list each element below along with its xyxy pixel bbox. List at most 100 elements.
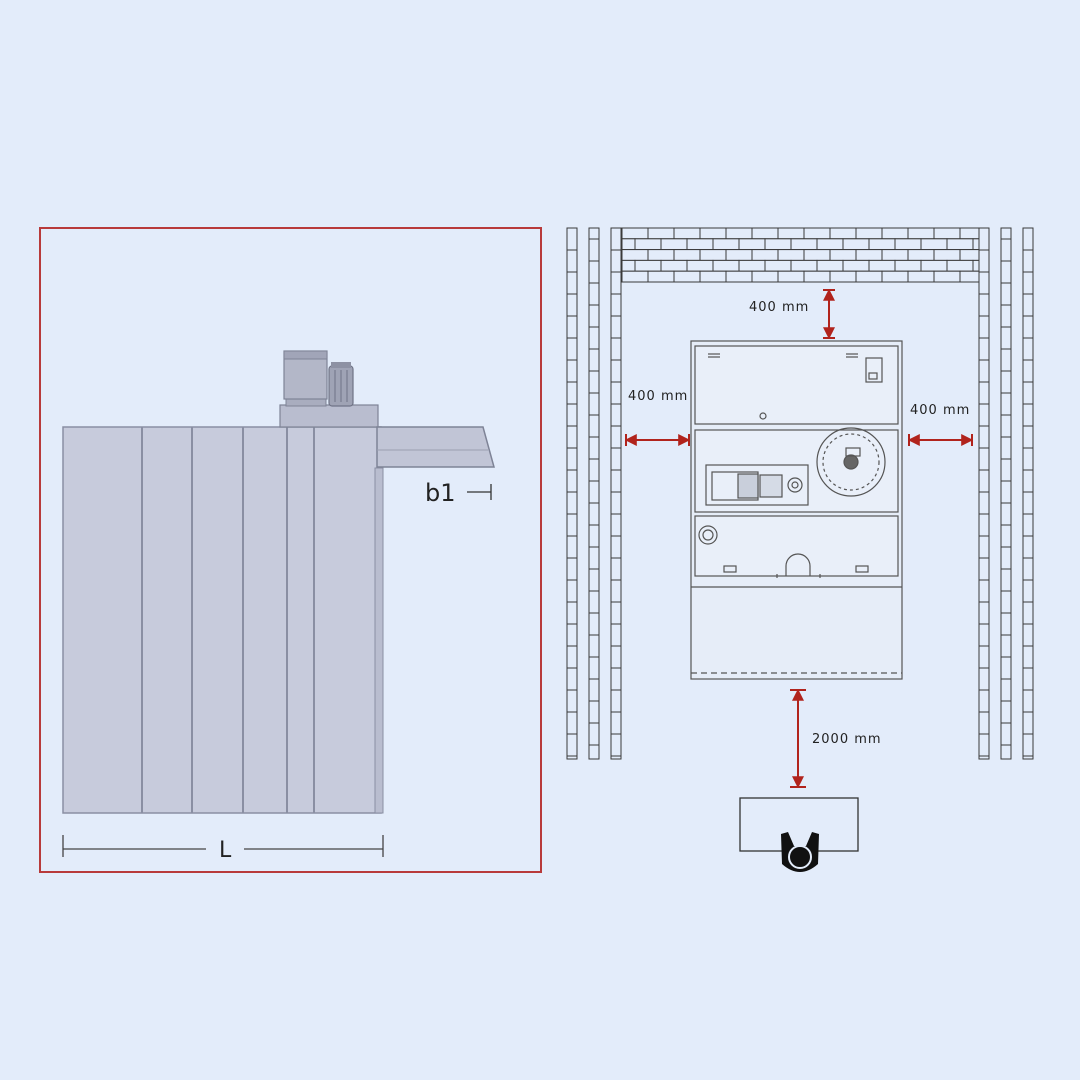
brick — [1000, 546, 1012, 570]
brick — [1000, 480, 1012, 504]
brick — [566, 601, 578, 625]
brick — [566, 447, 578, 471]
brick — [1022, 249, 1034, 273]
brick — [566, 557, 578, 581]
top-view-panel: 400 mm 400 mm 400 mm 2000 mm — [566, 227, 1034, 872]
clearance-front-dimension: 2000 mm — [790, 688, 882, 789]
brick — [588, 282, 600, 306]
brick — [610, 337, 622, 361]
brick — [725, 270, 753, 283]
brick — [1022, 535, 1034, 559]
brick — [1022, 645, 1034, 669]
brick — [566, 227, 578, 251]
brick — [566, 403, 578, 427]
brick — [1000, 436, 1012, 460]
brick — [978, 755, 990, 760]
brick — [673, 249, 701, 261]
brick — [725, 227, 753, 240]
brick — [978, 689, 990, 713]
brick — [610, 447, 622, 471]
brick — [610, 579, 622, 603]
brick — [1022, 447, 1034, 471]
motor-icon — [328, 362, 354, 407]
brick — [610, 491, 622, 515]
brick — [588, 304, 600, 328]
brick — [725, 249, 753, 261]
brick — [1022, 491, 1034, 515]
brick — [610, 535, 622, 559]
length-dimension: L — [62, 835, 384, 863]
brick — [751, 249, 779, 261]
brick — [946, 238, 974, 251]
brick — [1022, 711, 1034, 735]
brick — [647, 270, 675, 283]
brick — [1000, 524, 1012, 548]
brick — [610, 733, 622, 757]
operator-person-icon — [781, 832, 819, 872]
brick — [978, 513, 990, 537]
brick — [610, 227, 622, 251]
brick — [588, 612, 600, 636]
brick — [699, 249, 727, 261]
brick — [610, 249, 622, 273]
brick — [907, 227, 935, 240]
brick — [1000, 722, 1012, 746]
brick — [610, 425, 622, 449]
brick — [816, 259, 844, 272]
brick — [1000, 678, 1012, 702]
brick — [972, 259, 980, 272]
brick — [1022, 513, 1034, 537]
brick — [1000, 458, 1012, 482]
brick — [588, 634, 600, 658]
brick — [978, 733, 990, 757]
brick — [588, 568, 600, 592]
machine-side-body — [62, 426, 384, 814]
brick — [978, 249, 990, 273]
brick — [978, 359, 990, 383]
clearance-front-label: 2000 mm — [812, 732, 882, 747]
brick — [1022, 337, 1034, 361]
brick — [978, 667, 990, 691]
brick — [566, 711, 578, 735]
brick — [566, 293, 578, 317]
wall-left — [566, 227, 622, 760]
brick — [978, 645, 990, 669]
brick — [1000, 370, 1012, 394]
brick — [978, 381, 990, 405]
brick — [588, 436, 600, 460]
brick — [764, 238, 792, 251]
brick — [673, 270, 701, 283]
brick — [621, 249, 649, 261]
machine-top-view — [690, 340, 903, 680]
brick — [959, 270, 980, 283]
brick — [764, 259, 792, 272]
brick — [566, 381, 578, 405]
brick — [1000, 700, 1012, 724]
brick — [1022, 293, 1034, 317]
clearance-left-dimension: 400 mm — [624, 389, 691, 446]
brick — [978, 623, 990, 647]
brick — [610, 689, 622, 713]
brick — [920, 259, 948, 272]
brick — [1022, 359, 1034, 383]
brick — [712, 259, 740, 272]
brick — [907, 249, 935, 261]
brick — [959, 249, 980, 261]
brick — [566, 689, 578, 713]
brick — [686, 259, 714, 272]
brick — [972, 238, 980, 251]
brick — [588, 502, 600, 526]
brick — [842, 259, 870, 272]
clearance-left-label: 400 mm — [628, 389, 688, 404]
brick — [621, 270, 649, 283]
brick — [1022, 689, 1034, 713]
fan-housing — [279, 350, 379, 428]
brick — [855, 270, 883, 283]
brick — [978, 337, 990, 361]
brick — [610, 293, 622, 317]
brick — [1022, 315, 1034, 339]
brick — [1000, 744, 1012, 760]
brick — [978, 447, 990, 471]
brick — [907, 270, 935, 283]
brick — [946, 259, 974, 272]
